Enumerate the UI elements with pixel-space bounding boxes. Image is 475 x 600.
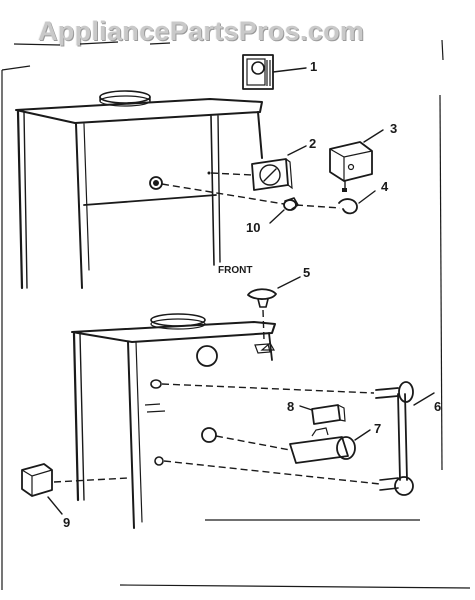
lower-cabinet [71, 313, 276, 529]
part-junction-box [329, 129, 384, 190]
callout-9: 9 [63, 515, 70, 530]
part-burner-assembly [289, 427, 371, 464]
lower-assembly-lines [53, 383, 381, 485]
upper-cabinet [15, 90, 263, 290]
callout-10: 10 [246, 220, 260, 235]
upper-assembly-lines [161, 172, 341, 209]
part-power-adapter [21, 463, 63, 515]
callout-2: 2 [309, 136, 316, 151]
front-label: FRONT [218, 265, 252, 276]
part-clip-fitting [338, 188, 376, 215]
part-control-block [299, 404, 346, 425]
part-pipe-assembly [375, 381, 435, 496]
callout-5: 5 [303, 265, 310, 280]
callout-4: 4 [381, 179, 389, 194]
front-marker: FRONT [218, 265, 252, 276]
watermark-text: AppliancePartsPros.com [38, 16, 365, 46]
part-vent-cap [247, 276, 301, 341]
callout-numbers: 1 2 3 4 5 6 7 8 9 10 [63, 59, 441, 530]
scan-border-marks [1, 39, 471, 590]
callout-6: 6 [434, 399, 441, 414]
part-temperature-gauge [251, 145, 307, 191]
callout-3: 3 [390, 121, 397, 136]
callout-8: 8 [287, 399, 294, 414]
callout-1: 1 [310, 59, 317, 74]
callout-7: 7 [374, 421, 381, 436]
part-wall-thermostat [242, 54, 307, 90]
